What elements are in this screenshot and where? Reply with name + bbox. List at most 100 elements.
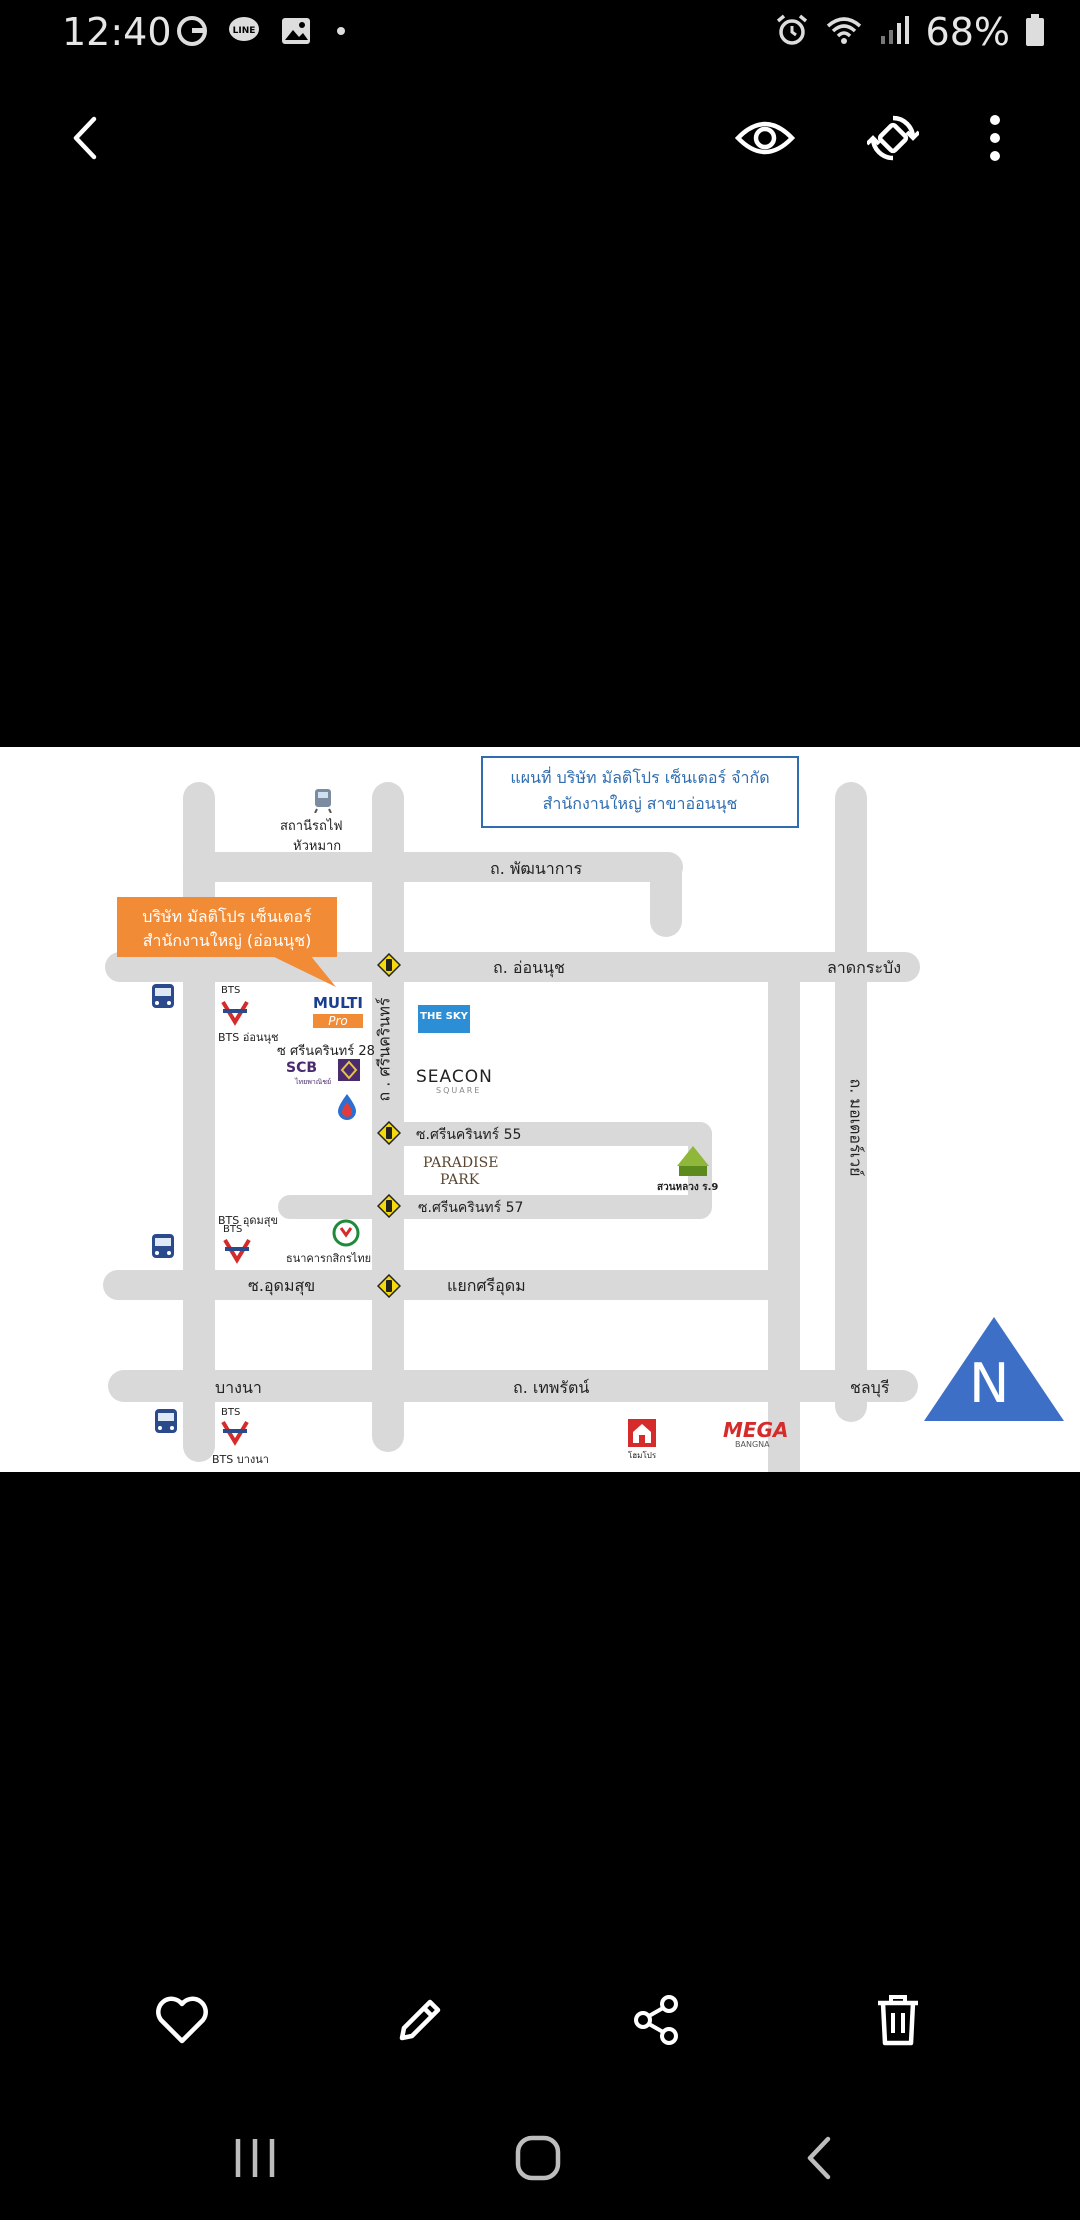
kbank-label: ธนาคารกสิกรไทย — [286, 1252, 372, 1265]
edit-button[interactable] — [388, 1990, 452, 2054]
label-bangna: บางนา — [215, 1378, 262, 1397]
back-nav-icon — [800, 2133, 840, 2187]
favorite-button[interactable] — [150, 1990, 214, 2054]
photo-actions-bar — [0, 1970, 1080, 2070]
north-arrow-icon — [922, 1315, 1066, 1427]
share-icon — [631, 1994, 683, 2050]
traffic-light-icon — [376, 1273, 402, 1302]
label-soi55: ซ.ศรีนครินทร์ 55 — [416, 1127, 522, 1143]
home-icon — [513, 2133, 563, 2187]
bts-logo-text: BTS — [223, 1224, 243, 1235]
bus-icon — [153, 1407, 179, 1441]
scb-logo-sub: ไทยพาณิชย์ — [295, 1078, 332, 1086]
mega-logo-sub: BANGNA — [735, 1440, 770, 1449]
the-sky-label: THE SKY — [420, 1011, 468, 1022]
road-pattanakarn-end — [650, 852, 682, 937]
label-udomsuk: ซ.อุดมสุข — [248, 1276, 316, 1295]
homepro-label: โฮมโปร — [628, 1451, 657, 1460]
label-chonburi: ชลบุรี — [850, 1378, 890, 1397]
alarm-icon — [774, 12, 810, 52]
recents-icon — [232, 2135, 278, 2185]
system-status-icons: 68% — [774, 10, 1046, 54]
bts-bangna-label: BTS บางนา — [212, 1453, 269, 1466]
photo-view[interactable]: แผนที่ บริษัท มัลติโปร เซ็นเตอร์ จำกัด ส… — [0, 747, 1080, 1472]
road-west-vertical — [183, 782, 215, 1462]
signal-icon — [878, 12, 912, 52]
paradise-park-line2: PARK — [440, 1172, 480, 1188]
scb-logo-icon — [337, 1058, 361, 1086]
home-button[interactable] — [502, 2128, 574, 2192]
viewer-toolbar — [0, 90, 1080, 190]
rotate-button[interactable] — [858, 110, 928, 170]
heart-icon — [155, 1995, 209, 2049]
more-options-button[interactable] — [970, 110, 1020, 170]
back-icon — [66, 113, 106, 167]
notification-icons: LINE — [175, 14, 351, 52]
edit-icon — [394, 1994, 446, 2050]
callout-line1: บริษัท มัลติโปร เซ็นเตอร์ — [142, 907, 312, 926]
rotate-icon — [865, 112, 921, 168]
paradise-park-line1: PARADISE — [423, 1155, 499, 1171]
station-name-line2: หัวหมาก — [293, 839, 342, 854]
bts-logo-icon — [220, 1417, 250, 1451]
map-title-box: แผนที่ บริษัท มัลติโปร เซ็นเตอร์ จำกัด ส… — [481, 756, 799, 828]
line-icon: LINE — [227, 14, 261, 52]
label-thepharat: ถ. เทพรัตน์ — [513, 1378, 590, 1397]
delete-button[interactable] — [866, 1990, 930, 2054]
back-button[interactable] — [56, 110, 116, 170]
bus-icon — [150, 1232, 176, 1266]
share-button[interactable] — [625, 1990, 689, 2054]
traffic-light-icon — [376, 952, 402, 981]
callout-pointer — [270, 955, 340, 999]
station-name-line1: สถานีรถไฟ — [280, 819, 343, 834]
status-bar: 12:40 LINE 68% — [0, 0, 1080, 70]
train-station-icon — [313, 787, 333, 817]
multipro-logo-line2: Pro — [313, 1014, 363, 1028]
road-srinakarin — [372, 782, 404, 1452]
office-callout: บริษัท มัลติโปร เซ็นเตอร์ สำนักงานใหญ่ (… — [117, 897, 337, 957]
gas-station-icon — [336, 1092, 358, 1124]
multipro-logo-line1: MULTI — [313, 994, 363, 1012]
more-icon — [988, 113, 1002, 167]
google-icon — [175, 14, 209, 52]
svg-text:LINE: LINE — [233, 26, 256, 36]
show-preview-button[interactable] — [730, 110, 800, 170]
eye-icon — [734, 116, 796, 164]
kbank-logo-icon — [332, 1219, 360, 1251]
bts-logo-icon — [222, 1235, 252, 1269]
battery-icon — [1024, 12, 1046, 52]
bts-logo-text: BTS — [221, 985, 241, 996]
label-soi57: ซ.ศรีนครินทร์ 57 — [418, 1200, 524, 1216]
multipro-logo: MULTI Pro — [310, 994, 366, 1034]
trash-icon — [874, 1993, 922, 2051]
label-srinakarin: ถ . ศรีนครินทร์ — [374, 997, 394, 1102]
map-title-line1: แผนที่ บริษัท มัลติโปร เซ็นเตอร์ จำกัด — [510, 768, 770, 787]
label-pattanakarn: ถ. พัฒนาการ — [490, 859, 583, 878]
recents-button[interactable] — [220, 2128, 290, 2192]
bus-icon — [150, 982, 176, 1016]
bts-udomsuk-label: BTS อุดมสุข — [218, 1214, 278, 1227]
dot-icon — [331, 14, 351, 52]
map-title-line2: สำนักงานใหญ่ สาขาอ่อนนุช — [542, 794, 738, 813]
road-motorway — [835, 782, 867, 1422]
road-pattanakarn — [183, 852, 683, 882]
north-label: N — [969, 1352, 1010, 1415]
the-sky-logo: THE SKY — [418, 1005, 470, 1033]
road-udomsuk — [103, 1270, 800, 1300]
status-time: 12:40 — [62, 10, 172, 54]
traffic-light-icon — [376, 1120, 402, 1149]
road-soi57 — [278, 1195, 712, 1219]
road-soi55 — [372, 1122, 712, 1146]
back-nav-button[interactable] — [785, 2128, 855, 2192]
battery-percent: 68% — [925, 10, 1010, 54]
system-navigation-bar — [0, 2110, 1080, 2210]
callout-line2: สำนักงานใหญ่ (อ่อนนุช) — [142, 931, 312, 950]
label-lat-krabang: ลาดกระบัง — [827, 958, 902, 977]
park-pavilion-icon — [673, 1144, 713, 1182]
wifi-icon — [824, 12, 864, 52]
road-thepharat — [108, 1370, 918, 1402]
traffic-light-icon — [376, 1193, 402, 1222]
mega-logo-text: MEGA — [723, 1418, 789, 1442]
homepro-logo-icon — [626, 1417, 658, 1453]
bts-logo-icon — [220, 997, 250, 1031]
